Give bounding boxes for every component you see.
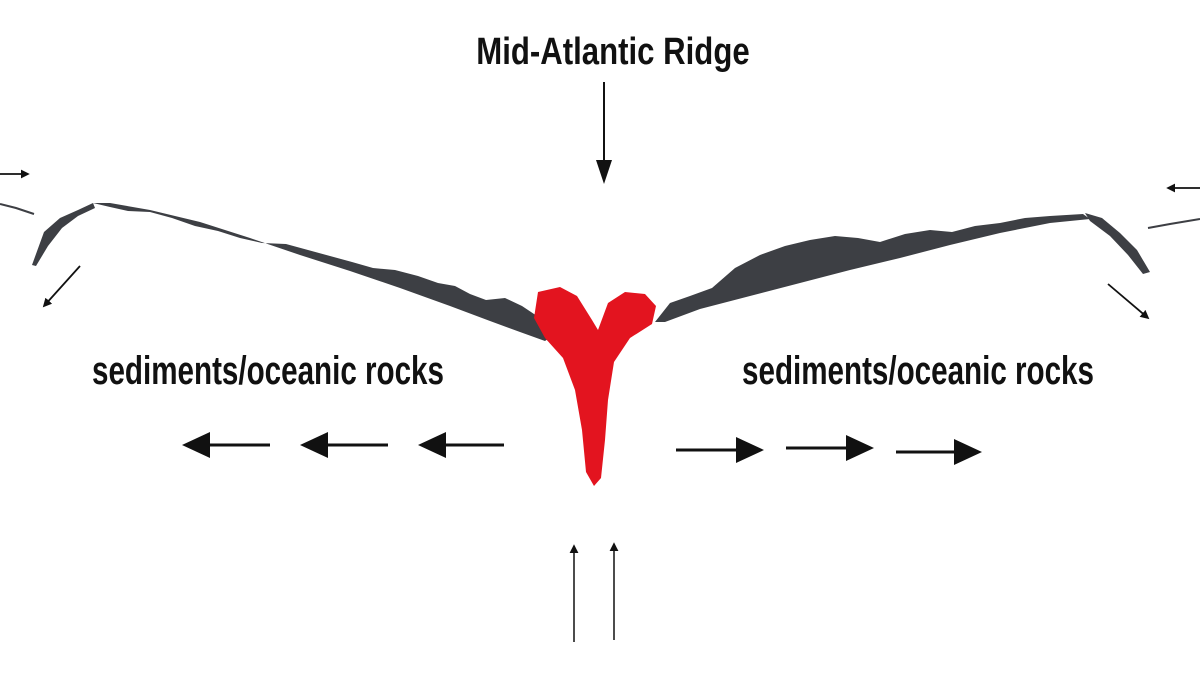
- edge-arrow: [1107, 283, 1150, 320]
- upwelling-arrows: [569, 542, 619, 642]
- left-arrow: [418, 432, 504, 458]
- right-arrow: [786, 435, 874, 461]
- right-edge-slab: [1085, 213, 1150, 274]
- right-crust-slab: [655, 214, 1090, 322]
- right-arrow: [896, 439, 982, 465]
- ridge-title: Mid-Atlantic Ridge: [476, 31, 749, 73]
- right-arrow: [676, 437, 764, 463]
- left-rocks-label: sediments/oceanic rocks: [92, 349, 444, 393]
- edge-arrow: [42, 265, 81, 308]
- left-arrow: [182, 432, 270, 458]
- left-edge-slab: [32, 203, 95, 266]
- magma-plume: [534, 287, 656, 486]
- left-crust-slab: [93, 203, 552, 341]
- right-rocks-label: sediments/oceanic rocks: [742, 349, 1094, 393]
- ridge-pointer-arrow: [596, 82, 612, 184]
- right-spreading-arrows: [676, 435, 982, 465]
- left-spreading-arrows: [182, 432, 504, 458]
- left-arrow: [300, 432, 388, 458]
- edge-motion-arrows: [0, 169, 1200, 320]
- edge-lines: [0, 203, 1200, 229]
